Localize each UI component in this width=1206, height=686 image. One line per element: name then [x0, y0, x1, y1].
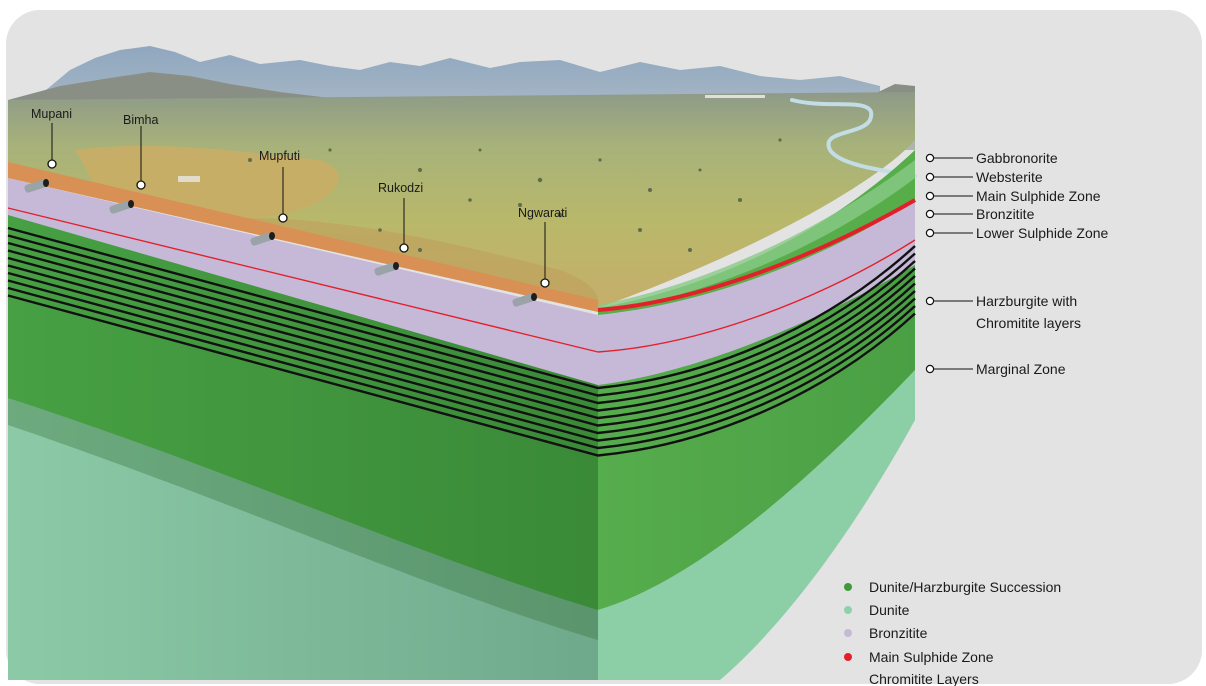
mine-marker-mupfuti	[278, 213, 288, 223]
mine-labels: Mupani Bimha Mupfuti Rukodzi Ngwarati	[31, 107, 567, 288]
mine-label-bimha: Bimha	[123, 113, 158, 127]
layer-label-harzburgite-line2: Chromitite layers	[976, 315, 1081, 331]
layer-label-websterite: Websterite	[976, 169, 1043, 185]
harzburgite-shadow	[8, 398, 598, 640]
chromitite-layer-line	[7, 241, 916, 405]
legend: Dunite/Harzburgite Succession Dunite Bro…	[844, 579, 1061, 686]
layer-label-lower-sulphide: Lower Sulphide Zone	[976, 225, 1109, 241]
legend-label-main-sulphide: Main Sulphide Zone	[869, 649, 994, 665]
mine-adit	[374, 262, 397, 276]
bronzitite-side	[598, 200, 915, 385]
mine-adits	[24, 179, 537, 307]
layer-marker-marginal	[925, 364, 935, 374]
legend-swatch-dunite	[844, 606, 852, 614]
mine-label-ngwarati: Ngwarati	[518, 206, 567, 220]
mine-adit-opening	[393, 262, 399, 270]
layer-marker-lower-sulphide	[925, 228, 935, 238]
dunite-zone-side	[598, 370, 915, 680]
mine-marker-ngwarati	[540, 278, 550, 288]
mine-adit	[24, 179, 47, 193]
legend-label-dunite-harzburgite: Dunite/Harzburgite Succession	[869, 579, 1061, 595]
layer-label-marginal: Marginal Zone	[976, 361, 1066, 377]
dunite-zone-front	[8, 390, 598, 680]
chromitite-layer-line	[7, 294, 916, 457]
mine-label-mupfuti: Mupfuti	[259, 149, 300, 163]
chromitite-layer-line	[7, 286, 916, 450]
harzburgite-side	[598, 260, 915, 610]
mine-label-mupani: Mupani	[31, 107, 72, 121]
chromitite-layer-line	[7, 234, 916, 397]
chromitite-layer-line	[7, 226, 916, 390]
mine-adit-opening	[128, 200, 134, 208]
layer-label-main-sulphide: Main Sulphide Zone	[976, 188, 1101, 204]
chromitite-layers	[7, 226, 916, 457]
lower-sulphide-line-side	[597, 239, 916, 353]
legend-swatch-dunite-harzburgite	[844, 583, 852, 591]
layer-marker-websterite	[925, 172, 935, 182]
trees	[248, 138, 782, 252]
layer-marker-bronzitite	[925, 209, 935, 219]
layer-marker-gabbronorite	[925, 153, 935, 163]
main-sulphide-line-side	[597, 198, 917, 312]
harzburgite-front	[8, 208, 598, 610]
legend-swatch-bronzitite	[844, 629, 852, 637]
mine-marker-mupani	[47, 159, 57, 169]
bronzitite-front	[8, 178, 598, 385]
legend-swatch-main-sulphide	[844, 653, 852, 661]
layer-labels: Gabbronorite Websterite Main Sulphide Zo…	[925, 150, 1109, 377]
chromitite-layer-line	[7, 249, 916, 412]
mine-adit-opening	[531, 293, 537, 301]
mine-adit-opening	[269, 232, 275, 240]
mine-label-rukodzi: Rukodzi	[378, 181, 423, 195]
chromitite-layer-line	[7, 256, 916, 420]
orange-zone-front	[8, 162, 598, 312]
chromitite-layer-line	[7, 271, 916, 435]
layer-label-gabbronorite: Gabbronorite	[976, 150, 1058, 166]
mine-adit	[512, 293, 535, 307]
layer-marker-main-sulphide	[925, 191, 935, 201]
mine-marker-bimha	[136, 180, 146, 190]
layer-label-harzburgite-line1: Harzburgite with	[976, 293, 1077, 309]
layer-marker-harzburgite	[925, 296, 935, 306]
mine-adit	[109, 200, 132, 214]
settlement	[178, 176, 200, 182]
mine-adit	[250, 232, 273, 246]
mine-marker-rukodzi	[399, 243, 409, 253]
settlement	[705, 95, 765, 98]
chromitite-layer-line	[7, 264, 916, 427]
chromitite-layer-line	[7, 279, 916, 442]
legend-label-bronzitite: Bronzitite	[869, 625, 928, 641]
legend-label-chromitite: Chromitite Layers	[869, 671, 979, 686]
mine-adit-opening	[43, 179, 49, 187]
layer-label-bronzitite: Bronzitite	[976, 206, 1035, 222]
legend-label-dunite: Dunite	[869, 602, 910, 618]
lower-sulphide-line-front	[7, 207, 599, 353]
river	[790, 98, 917, 178]
landscape-surface	[8, 92, 915, 308]
